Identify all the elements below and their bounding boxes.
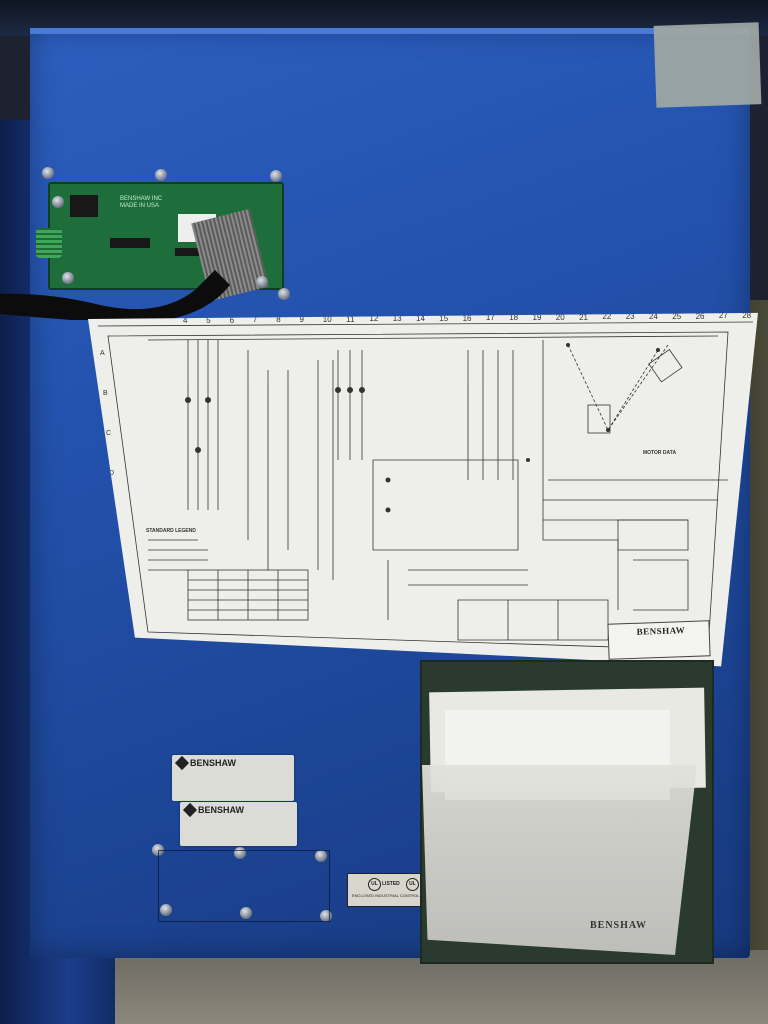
row-letter: B [103,390,108,397]
ul-logo-icon: UL [368,878,381,891]
nameplate-label: BENSHAW [172,755,294,801]
column-number: 4 [183,316,188,325]
pcb-chip [110,238,150,248]
column-number: 24 [649,312,658,321]
screw [62,272,74,284]
label-brand: BENSHAW [190,758,237,768]
benshaw-logo-icon [182,802,198,818]
screw [315,850,327,862]
column-number: 13 [392,314,402,324]
column-number: 22 [602,312,612,322]
column-number: 21 [579,312,588,322]
pocket-front-sleeve [422,765,697,955]
column-number: 17 [485,313,495,323]
pcb-chip [70,195,98,217]
column-number: 15 [439,313,449,323]
column-number: 9 [299,315,304,324]
column-number: 12 [369,314,379,324]
column-number: 26 [695,311,705,321]
column-number: 10 [322,314,332,324]
column-number: 27 [718,311,728,321]
motor-data-text: MOTOR DATA [643,450,677,456]
screw [52,196,64,208]
column-number: 16 [462,313,472,323]
pcb-silkscreen: BENSHAW INC MADE IN USA [120,196,162,210]
pcb-text-line: BENSHAW INC [120,196,163,202]
column-number: 6 [229,315,235,325]
ul-logo-icon: UL [406,878,419,891]
benshaw-logo-icon [174,755,190,771]
pocket-document-brand: BENSHAW [590,920,648,931]
label-brand: BENSHAW [198,805,245,815]
column-number: 8 [276,315,281,325]
column-number: 23 [625,312,635,322]
title-block-brand: BENSHAW [636,625,686,637]
row-letter: C [106,430,112,437]
screw [160,904,172,916]
tape-strip [653,22,762,108]
nameplate-label: BENSHAW [180,802,297,846]
column-number: 19 [532,313,542,322]
access-plate [158,850,330,922]
screw [256,276,268,288]
coil [36,228,62,258]
column-number: 20 [555,312,565,322]
pcb-text-line: MADE IN USA [120,203,160,209]
column-number: 11 [346,314,355,324]
ul-category-text: ENCLOSED INDUSTRIAL CONTROL [352,893,420,898]
column-number: 14 [416,314,425,323]
title-block: BENSHAW [607,620,711,660]
column-number: 28 [742,311,752,321]
row-letter: D [109,470,115,477]
schematic-lines [88,310,758,670]
column-number: 18 [509,313,519,323]
ul-listed-label: UL LISTED UL ENCLOSED INDUSTRIAL CONTROL [347,873,423,907]
column-number: 7 [252,315,258,325]
screw [155,169,167,181]
legend-heading: STANDARD LEGEND [146,528,196,534]
pcb-connector [175,248,215,256]
screw [278,288,290,300]
row-letter: A [100,350,105,357]
ul-listed-text: LISTED [382,881,400,887]
wiring-diagram-sheet: 4 5 6 7 8 9 10 11 12 13 14 15 16 17 18 19 20 21 22 23 24 25 26… [88,311,758,667]
screw [240,907,252,919]
column-number: 25 [672,311,682,321]
panel-top-edge [30,28,750,34]
black-cable [0,270,230,320]
column-number: 5 [206,315,211,325]
screw [270,170,282,182]
screw [42,167,54,179]
